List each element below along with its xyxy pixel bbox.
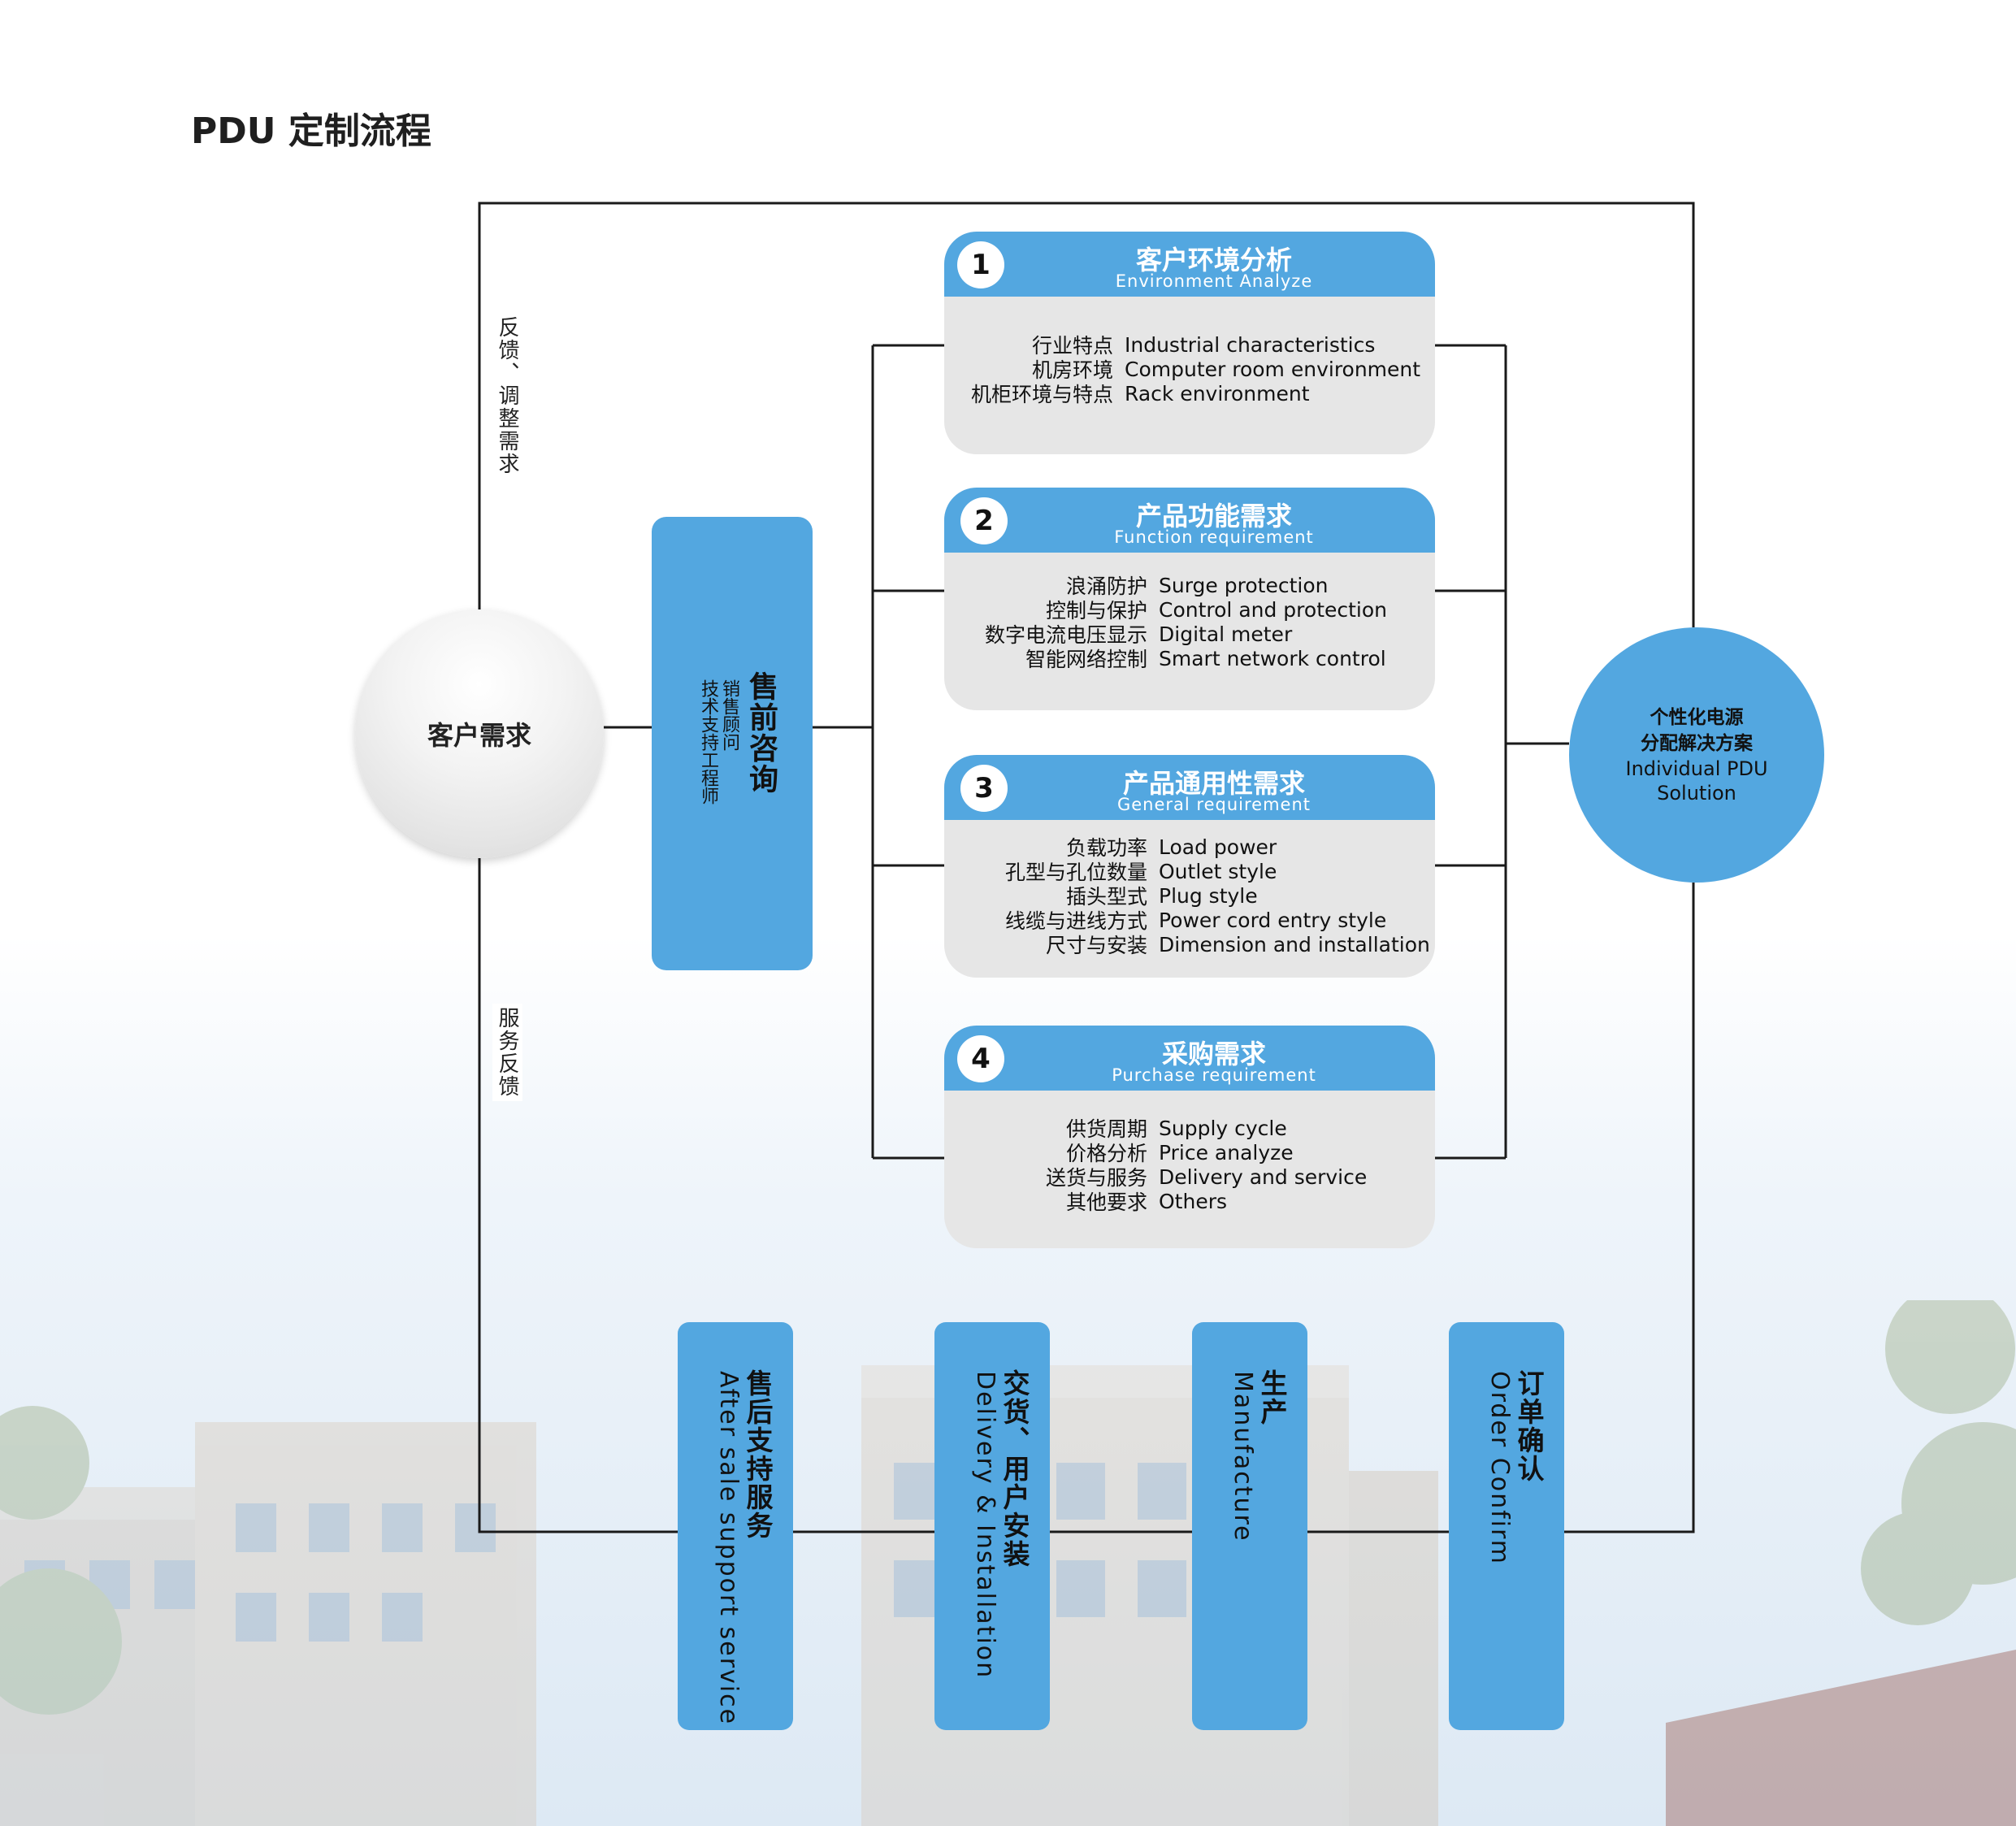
feedback-loop-bottom: [478, 858, 1695, 1533]
stage-title-en: Manufacture: [1229, 1371, 1257, 1542]
solution-title-cn-2: 分配解决方案: [1641, 733, 1753, 754]
stage-after-sale-support: 售后支持服务 After sale support service: [678, 1322, 793, 1730]
stage-manufacture: 生产 Manufacture: [1192, 1322, 1307, 1730]
card-header: 2 产品功能需求 Function requirement: [944, 488, 1435, 553]
stage-title-cn: 交货、用户安装: [999, 1369, 1030, 1568]
card-title-en: General requirement: [1116, 795, 1311, 814]
customer-demand-label: 客户需求: [427, 720, 531, 751]
card-title-en: Function requirement: [1114, 527, 1314, 547]
presale-role-sales: 销售顾问: [719, 679, 739, 751]
presale-consultation-node: 售前咨询 销售顾问 技术支持工程师: [652, 517, 813, 970]
card-header: 1 客户环境分析 Environment Analyze: [944, 232, 1435, 297]
solution-title-en-1: Individual PDU: [1625, 757, 1768, 780]
pdu-solution-node: 个性化电源 分配解决方案 Individual PDU Solution: [1569, 627, 1824, 883]
presale-role-engineer: 技术支持工程师: [698, 679, 718, 805]
presale-title: 售前咨询: [744, 671, 778, 795]
stage-delivery-installation: 交货、用户安装 Delivery & Installation: [934, 1322, 1050, 1730]
card-title-en: Environment Analyze: [1115, 271, 1313, 291]
card-title-cn: 产品通用性需求: [1122, 768, 1305, 799]
card-header: 3 产品通用性需求 General requirement: [944, 755, 1435, 820]
stage-title-cn: 生产: [1256, 1369, 1288, 1426]
card-header: 4 采购需求 Purchase requirement: [944, 1026, 1435, 1091]
stage-title-en: Delivery & Installation: [971, 1371, 999, 1680]
step-number: 4: [957, 1035, 1004, 1082]
step-number: 1: [957, 241, 1004, 288]
card-title-cn: 采购需求: [1161, 1039, 1266, 1069]
card-title-cn: 客户环境分析: [1135, 245, 1292, 275]
page-title: PDU 定制流程: [191, 111, 431, 152]
customer-demand-node: 客户需求: [355, 609, 604, 858]
step-number: 2: [960, 497, 1008, 544]
stage-title-cn: 订单确认: [1513, 1369, 1545, 1483]
feedback-loop-top: [478, 202, 1695, 627]
step-number: 3: [960, 765, 1008, 812]
card-title-cn: 产品功能需求: [1135, 501, 1292, 531]
stage-title-en: After sale support service: [714, 1371, 743, 1726]
feedback-adjust-label: 反馈、调整需求: [492, 313, 522, 479]
solution-title-cn-1: 个性化电源: [1650, 707, 1744, 728]
stage-title-cn: 售后支持服务: [742, 1369, 774, 1540]
stage-title-en: Order Confirm: [1485, 1371, 1514, 1566]
presale-roles: 销售顾问 技术支持工程师: [697, 679, 739, 805]
stage-order-confirm: 订单确认 Order Confirm: [1449, 1322, 1564, 1730]
service-feedback-label: 服务反馈: [492, 1004, 522, 1101]
card-title-en: Purchase requirement: [1112, 1065, 1316, 1085]
solution-title-en-2: Solution: [1657, 782, 1736, 805]
